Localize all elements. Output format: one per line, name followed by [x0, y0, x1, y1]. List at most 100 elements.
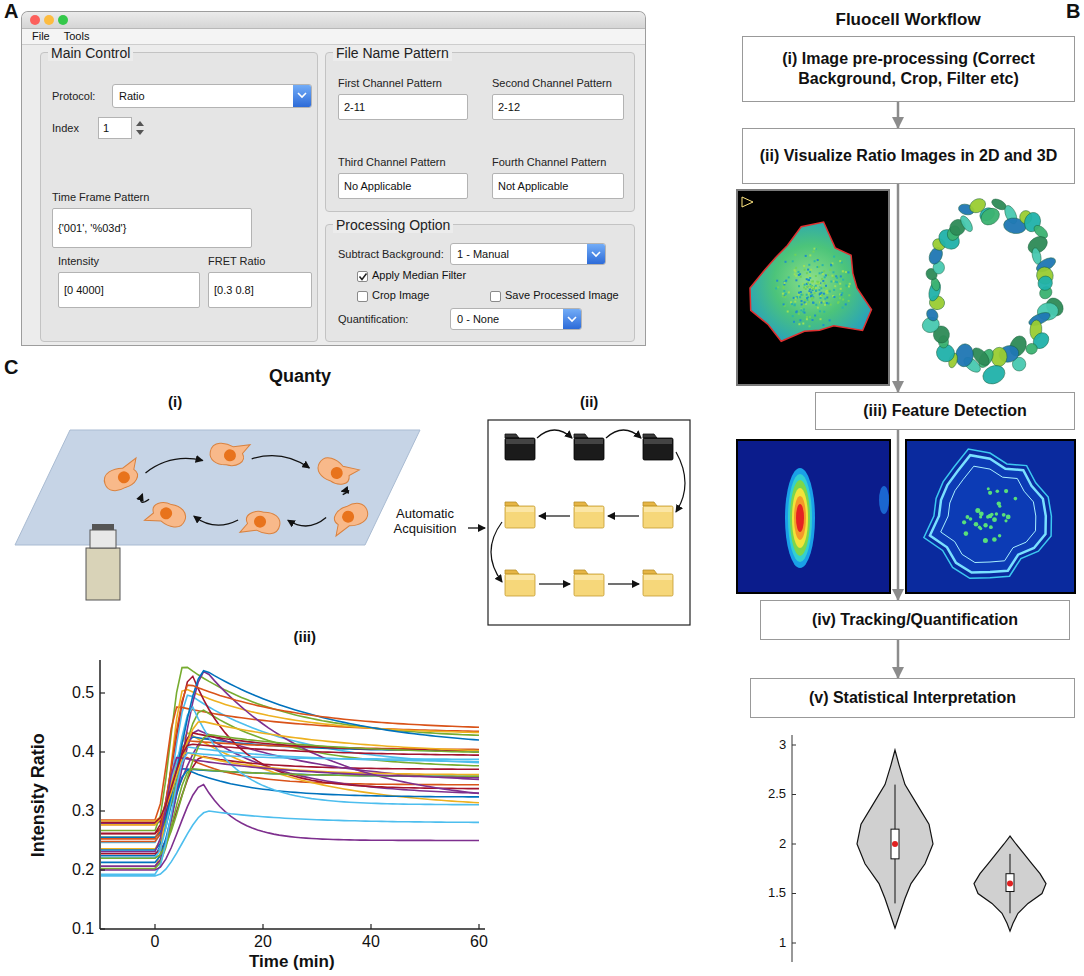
- adhesion-dot: [979, 515, 982, 518]
- axis: [99, 660, 101, 929]
- spinner-field: Index1: [52, 117, 162, 139]
- chevron: [568, 317, 576, 321]
- ratio-pixel: [830, 281, 832, 283]
- cell-outline: [924, 449, 1052, 578]
- sequence-arrow: [608, 515, 639, 516]
- field-label: Fourth Channel Pattern: [492, 155, 624, 169]
- title-bar: [22, 12, 645, 29]
- input-field: First Channel Pattern2-11: [338, 76, 468, 120]
- ratio-pixel: [831, 275, 833, 277]
- window-button: [30, 15, 40, 25]
- axis: [100, 928, 485, 930]
- ratio-pixel: [807, 282, 809, 284]
- median-dot: [892, 841, 898, 847]
- menu-item: File: [32, 29, 50, 44]
- ratio-pixel: [800, 276, 802, 278]
- spin-arrows: [134, 117, 146, 139]
- ratio-pixel: [826, 290, 828, 292]
- menu-item: Tools: [64, 29, 90, 44]
- ratio-pixel: [803, 309, 805, 311]
- ratio-pixel: [814, 248, 816, 250]
- adhesion-dot: [962, 520, 966, 524]
- ratio-pixel: [834, 285, 836, 287]
- axis-tick: [100, 928, 105, 929]
- field-label: Quantification:: [338, 313, 450, 325]
- ratio-pixel: [808, 279, 810, 281]
- feature-image: [906, 440, 1075, 593]
- field-label: FRET Ratio: [208, 254, 312, 268]
- adhesion-dot: [987, 487, 990, 490]
- ratio-pixel: [813, 288, 815, 290]
- heading-label: (iii): [294, 628, 317, 645]
- ratio-pixel: [800, 294, 802, 296]
- axis: [792, 735, 793, 962]
- ratio-pixel: [808, 264, 810, 266]
- ratio-pixel: [805, 288, 807, 290]
- group-box: Main ControlProtocol:RatioIndex1Time Fra…: [40, 44, 318, 342]
- ratio-curve: [101, 676, 479, 833]
- ratio-pixel: [802, 305, 804, 307]
- ratio-pixel: [818, 266, 820, 268]
- ratio-pixel: [826, 297, 828, 299]
- text-label: 20: [254, 933, 272, 951]
- ratio-pixel: [819, 285, 821, 287]
- check-mark: [360, 274, 367, 280]
- text-label: Crop Image: [372, 289, 429, 302]
- objective-lens: [90, 530, 116, 548]
- ratio-pixel: [798, 292, 800, 294]
- surface-blob-3d: [991, 347, 1008, 367]
- ratio-pixel: [809, 275, 811, 277]
- dropdown-field: Protocol:Ratio: [52, 84, 312, 108]
- folder: [574, 574, 604, 596]
- ratio-curve: [101, 785, 479, 871]
- checkbox: [490, 291, 501, 302]
- ratio-pixel: [830, 304, 832, 306]
- adhesion-dot: [966, 515, 970, 519]
- dropdown-button: [563, 309, 581, 329]
- ratio-pixel: [823, 287, 825, 289]
- cell: [144, 497, 188, 533]
- ratio-pixel: [795, 267, 797, 269]
- dropdown-icon: [293, 85, 311, 105]
- text-field: [0 4000]: [58, 272, 200, 308]
- ratio-pixel: [805, 255, 807, 257]
- adhesion-dot: [1004, 519, 1007, 522]
- ratio-pixel: [815, 304, 817, 306]
- ratio-pixel: [787, 311, 789, 313]
- ratio-pixel: [822, 264, 824, 266]
- text-label: 2: [779, 837, 786, 852]
- field-value: 2-11: [344, 101, 365, 113]
- migration-arrow: [146, 458, 203, 472]
- folder-sheen: [575, 575, 603, 580]
- flow-arrow: [897, 640, 900, 678]
- adhesion-dot: [969, 517, 973, 521]
- ratio-pixel: [810, 284, 812, 286]
- ratio-pixel: [807, 282, 809, 284]
- feature-image: [737, 440, 890, 593]
- ratio-pixel: [819, 272, 821, 274]
- ratio-pixel: [838, 301, 840, 303]
- ratio-pixel: [794, 304, 796, 306]
- objective-body: [86, 548, 120, 600]
- folder: [505, 438, 535, 460]
- ratio-pixel: [812, 319, 814, 321]
- text-label: 0.5: [72, 684, 94, 702]
- ratio-pixel: [810, 295, 812, 297]
- ratio-pixel: [782, 295, 784, 297]
- ratio-pixel: [833, 271, 835, 273]
- folder: [574, 506, 604, 528]
- ratio-pixel: [784, 282, 786, 284]
- text-field: No Applicable: [338, 173, 468, 199]
- ratio-pixel: [820, 292, 822, 294]
- ratio-pixel: [842, 270, 844, 272]
- field-label: Second Channel Pattern: [492, 76, 624, 90]
- ratio-pixel: [845, 303, 847, 305]
- field-label: Third Channel Pattern: [338, 155, 468, 169]
- text-field: Not Applicable: [492, 173, 624, 199]
- sequence-arrow: [537, 430, 572, 438]
- ratio-pixel: [792, 315, 794, 317]
- ratio-pixel: [845, 285, 847, 287]
- folder-sheen: [575, 507, 603, 512]
- ratio-pixel: [815, 290, 817, 292]
- ratio-curve: [101, 685, 479, 839]
